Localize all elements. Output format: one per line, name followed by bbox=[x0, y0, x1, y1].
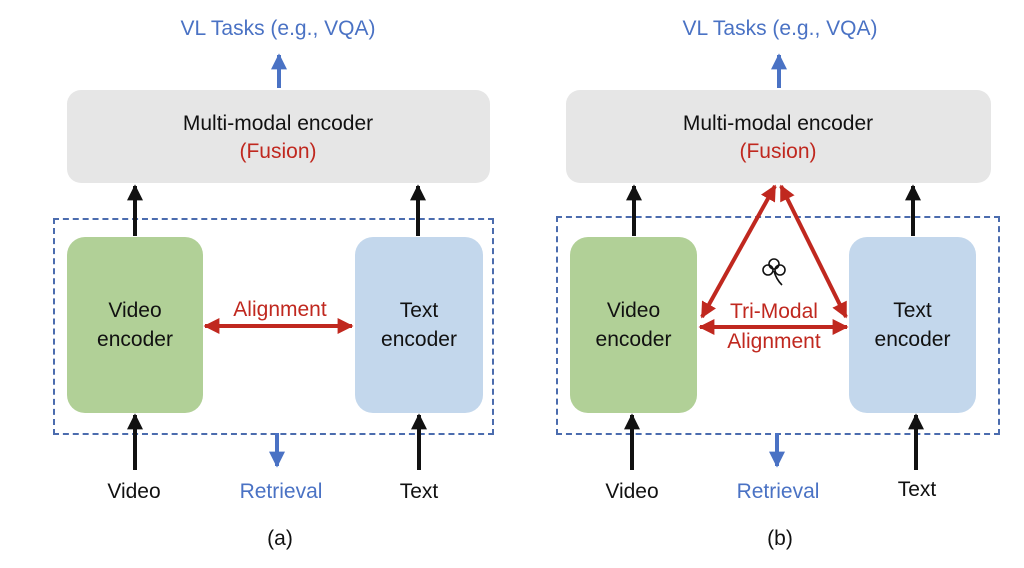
shamrock-icon bbox=[762, 258, 786, 286]
video-encoder-line2: encoder bbox=[595, 328, 672, 351]
tri-modal-label-line2: Alignment bbox=[727, 330, 821, 353]
retrieval-label: Retrieval bbox=[239, 480, 323, 503]
multimodal-encoder-box bbox=[566, 90, 991, 183]
fusion-subtitle: (Fusion) bbox=[239, 140, 317, 163]
text-encoder-line2: encoder bbox=[874, 328, 951, 351]
text-encoder-box bbox=[849, 237, 976, 413]
video-input-label: Video bbox=[605, 480, 659, 503]
video-encoder-line1: Video bbox=[606, 299, 661, 322]
fusion-title: Multi-modal encoder bbox=[682, 112, 874, 135]
video-encoder-label: Video encoder bbox=[570, 237, 697, 413]
video-input-label: Video bbox=[107, 480, 161, 503]
multimodal-encoder-box bbox=[67, 90, 490, 183]
text-input-label: Text bbox=[399, 480, 439, 503]
text-encoder-box bbox=[355, 237, 483, 413]
text-input-label: Text bbox=[897, 478, 937, 501]
tri-edge-text-fusion bbox=[779, 184, 848, 319]
dual-encoder-group bbox=[53, 218, 494, 435]
fusion-subtitle: (Fusion) bbox=[739, 140, 817, 163]
text-encoder-line1: Text bbox=[893, 299, 932, 322]
caption-b: (b) bbox=[767, 527, 793, 550]
fusion-title: Multi-modal encoder bbox=[182, 112, 374, 135]
alignment-label: Alignment bbox=[233, 298, 327, 321]
caption-a: (a) bbox=[267, 527, 293, 550]
video-encoder-label: Video encoder bbox=[67, 237, 203, 413]
video-encoder-box bbox=[570, 237, 697, 413]
vl-tasks-label: VL Tasks (e.g., VQA) bbox=[682, 17, 878, 40]
vl-tasks-label: VL Tasks (e.g., VQA) bbox=[180, 17, 376, 40]
text-encoder-label: Text encoder bbox=[355, 237, 483, 413]
tri-edge-video-fusion bbox=[700, 184, 777, 319]
text-encoder-line2: encoder bbox=[381, 328, 457, 351]
text-encoder-label: Text encoder bbox=[849, 237, 976, 413]
text-encoder-line1: Text bbox=[399, 299, 439, 322]
video-encoder-line1: Video bbox=[108, 299, 162, 322]
retrieval-label: Retrieval bbox=[736, 480, 820, 503]
video-encoder-box bbox=[67, 237, 203, 413]
video-encoder-line2: encoder bbox=[97, 328, 173, 351]
